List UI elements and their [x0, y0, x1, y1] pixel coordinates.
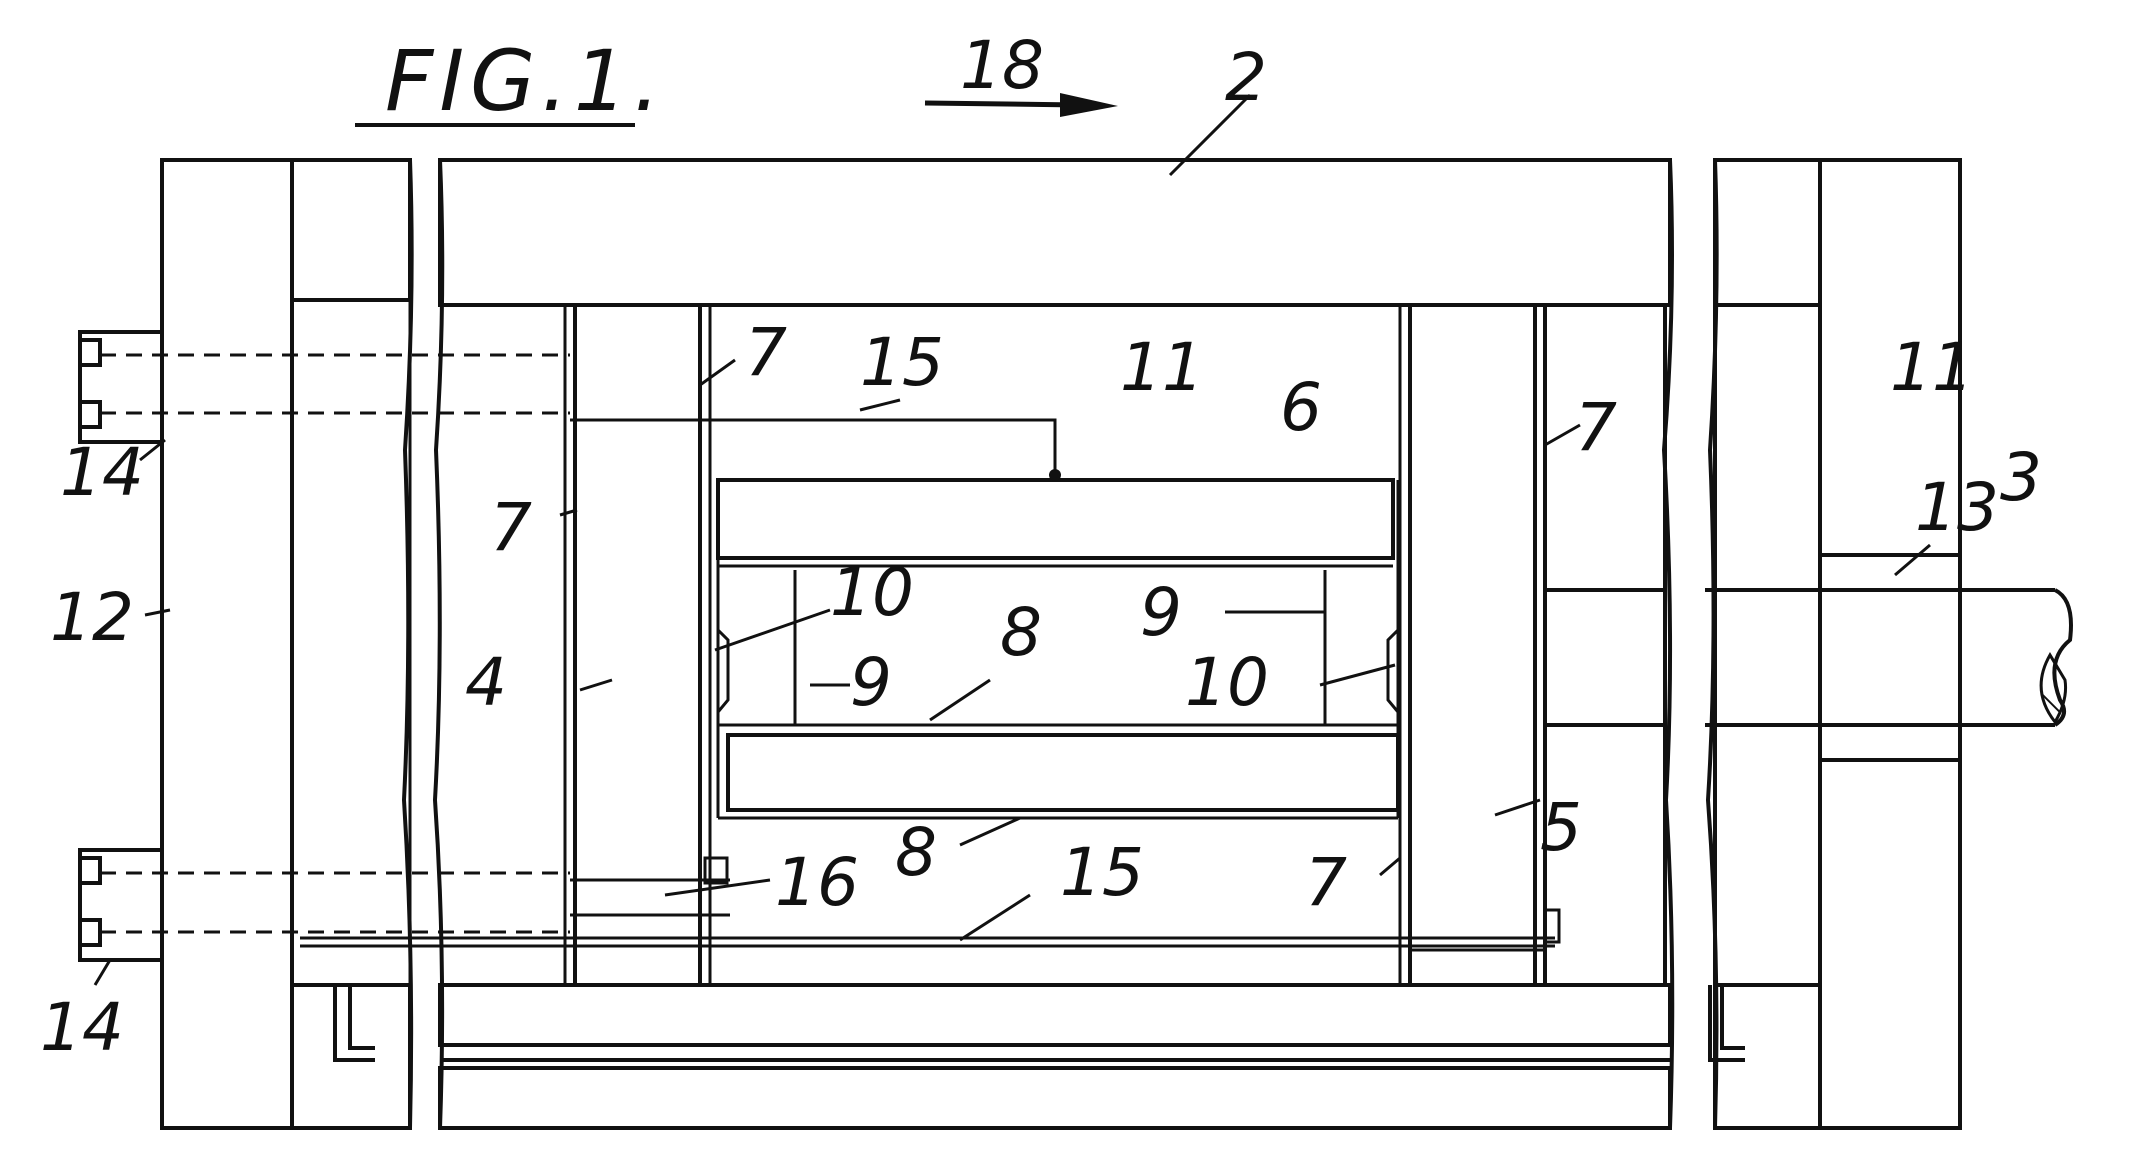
wire-15-upper	[570, 418, 1061, 481]
left-die-block	[563, 303, 712, 987]
label-11-right: 11	[1890, 329, 1974, 406]
leader-lines	[93, 93, 1931, 986]
svg-text:18: 18	[960, 27, 1044, 104]
label-15-lower: 15	[1060, 834, 1144, 911]
label-7-right: 7	[1575, 389, 1617, 466]
label-14-top: 14	[60, 434, 144, 511]
label-15-top: 15	[860, 324, 944, 401]
inner-cavity	[716, 570, 1400, 725]
direction-arrow: 18	[924, 27, 1118, 117]
label-14-bottom: 14	[40, 989, 124, 1066]
right-end-plate	[1661, 158, 1962, 1130]
label-10-left: 10	[830, 554, 914, 631]
left-end-plate	[160, 158, 412, 1130]
label-5: 5	[1540, 789, 1582, 866]
label-3: 3	[2000, 439, 2042, 516]
label-7-left: 7	[490, 489, 532, 566]
label-16: 16	[775, 844, 859, 921]
label-10-right: 10	[1185, 644, 1269, 721]
svg-text:FIG.1.: FIG.1.	[385, 32, 666, 130]
figure-title: FIG.1.	[355, 32, 666, 130]
label-6: 6	[1280, 369, 1322, 446]
bottom-housing	[438, 983, 1672, 1130]
wire-15-lower	[300, 856, 1561, 952]
label-2: 2	[1225, 39, 1267, 116]
label-7-lower: 7	[1305, 844, 1347, 921]
reference-labels: 2 7 15 11 6 7 11 13 3 14 7 12 10 9 8 4 9…	[40, 39, 2042, 1066]
label-13: 13	[1915, 469, 1999, 546]
label-7-top: 7	[745, 314, 787, 391]
label-9-right: 9	[1140, 574, 1182, 651]
top-housing	[438, 158, 1672, 307]
label-11-center: 11	[1120, 329, 1204, 406]
lower-plate	[716, 480, 1400, 820]
label-12: 12	[50, 579, 134, 656]
label-9-left: 9	[850, 644, 892, 721]
left-bolts	[78, 330, 570, 962]
right-die-block	[1398, 303, 1547, 987]
upper-plate	[716, 478, 1395, 568]
label-4: 4	[465, 644, 507, 721]
label-8-center: 8	[1000, 594, 1042, 671]
label-8-lower: 8	[895, 814, 937, 891]
shaft	[1705, 553, 2073, 762]
